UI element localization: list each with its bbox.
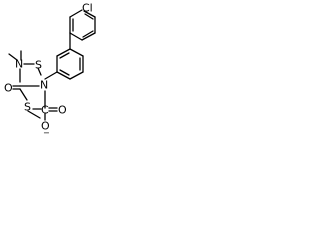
phenylene-ring [56, 48, 84, 80]
bond [56, 71, 71, 80]
bond [81, 32, 96, 41]
chlorine-label: Cl [82, 2, 93, 15]
bond [83, 10, 96, 18]
oxygen-label-right: O [58, 104, 67, 117]
bond [69, 48, 84, 57]
oxygen-label-oxide: O [41, 120, 50, 133]
bond [19, 88, 28, 101]
sulfur-label-lower: S [24, 101, 31, 114]
carbon-label: C [41, 104, 49, 117]
bond [69, 71, 84, 80]
chemical-structure-canvas: Cl N S O N S C O O − [0, 0, 113, 138]
bond [56, 48, 71, 57]
bond [59, 52, 70, 59]
aryl-nitrogen-bond [44, 71, 58, 80]
lower-heterocycle [19, 88, 46, 119]
bond [69, 32, 83, 41]
bond [84, 13, 94, 20]
upper-heterocycle [19, 63, 42, 87]
sulfur-label-upper: S [35, 59, 42, 72]
bond [69, 9, 83, 18]
bond [82, 30, 94, 38]
nitrogen-label-dimethyl: N [15, 58, 23, 71]
molecule-diagram: Cl N S O N S C O O − [4, 2, 96, 138]
bond [59, 69, 70, 76]
negative-charge-label: − [43, 129, 50, 138]
methyl-bond [8, 53, 18, 61]
chlorophenyl-ring [69, 9, 96, 41]
oxygen-label-left: O [4, 82, 13, 95]
bond [27, 110, 41, 119]
bond [37, 67, 42, 76]
nitrogen-label-ring: N [40, 79, 48, 92]
